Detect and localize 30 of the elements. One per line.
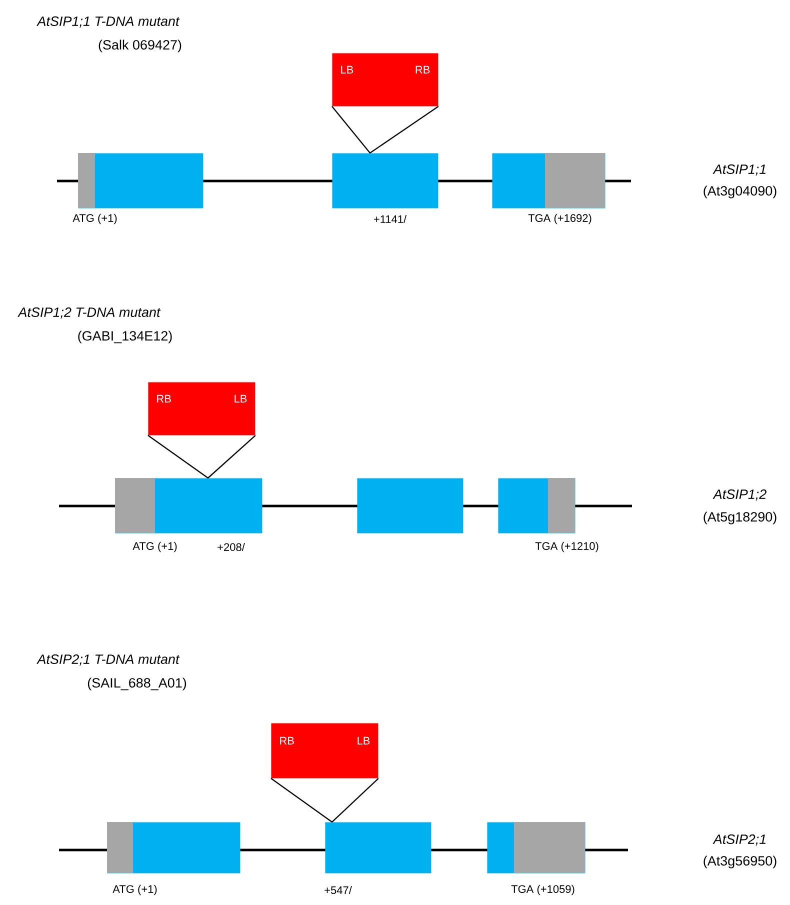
mutant-title: AtSIP1;2 T-DNA mutant [18, 307, 161, 319]
t-dna-insert-box: LB RB [332, 53, 438, 106]
exon-box [332, 153, 438, 208]
exon-box [487, 822, 586, 874]
exon-box [357, 478, 464, 534]
exon-box [498, 478, 576, 534]
t-dna-insert-box: RB LB [271, 723, 378, 778]
exon-box [325, 822, 432, 874]
gene-name: AtSIP2;1 [712, 834, 766, 846]
t-dna-insert-box: RB LB [148, 382, 256, 436]
line-accession: (Salk 069427) [98, 40, 182, 52]
gene-locus: (At3g56950) [704, 856, 776, 868]
insertion-line [208, 434, 256, 478]
insertion-line [148, 434, 208, 478]
gene-locus: (At3g04090) [704, 186, 776, 198]
insertion-line [370, 106, 439, 154]
insertion-line [332, 106, 370, 154]
exon-box [107, 822, 240, 874]
exon-box [78, 153, 204, 208]
gene-locus: (At5g18290) [704, 512, 776, 524]
exon-box [492, 153, 606, 208]
line-accession: (GABI_134E12) [78, 330, 172, 344]
exon-box [115, 478, 262, 534]
line-accession: (SAIL_688_A01) [88, 678, 186, 690]
insertion-line [332, 778, 379, 822]
gene-name: AtSIP1;1 [712, 164, 766, 176]
insertion-line [270, 778, 332, 822]
gene-name: AtSIP1;2 [712, 489, 766, 501]
mutant-title: AtSIP2;1 T-DNA mutant [36, 654, 180, 666]
mutant-title: AtSIP1;1 T-DNA mutant [36, 16, 180, 28]
